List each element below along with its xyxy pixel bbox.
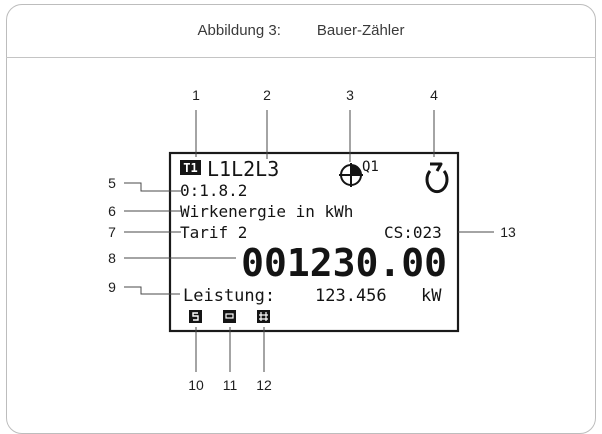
callout-lines [124, 110, 494, 372]
callout-13: 13 [500, 224, 516, 240]
status-icon-11 [223, 310, 236, 323]
checksum-text: CS:023 [384, 223, 442, 242]
callout-2: 2 [263, 87, 271, 103]
tariff-badge: T1 [183, 161, 197, 175]
lcd-display-frame [168, 151, 460, 333]
energy-value: 001230.00 [241, 241, 447, 285]
meter-diagram: T1 L1L2L3 Q1 0:1.8.2 Wirkenergie in kWh … [108, 87, 516, 393]
power-value: 123.456 [315, 286, 387, 306]
phase-indicators: L1L2L3 [207, 157, 279, 181]
quadrant-label: Q1 [362, 159, 379, 175]
callout-7: 7 [108, 224, 116, 240]
quadrant-icon [339, 163, 363, 187]
callout-3: 3 [346, 87, 354, 103]
tariff-badge-background [180, 160, 201, 175]
callout-1: 1 [192, 87, 200, 103]
callout-12: 12 [256, 377, 272, 393]
figure-label: Abbildung 3: [197, 22, 281, 39]
callout-4: 4 [430, 87, 438, 103]
header-divider [6, 57, 596, 58]
figure-title: Bauer-Zähler [316, 22, 405, 39]
status-icon-10 [189, 310, 202, 323]
callout-11: 11 [223, 377, 238, 393]
description-text: Wirkenergie in kWh [180, 202, 353, 221]
power-label: Leistung: [183, 286, 275, 306]
obis-code: 0:1.8.2 [180, 181, 247, 200]
tariff-text: Tarif 2 [180, 223, 247, 242]
power-unit: kW [421, 286, 442, 306]
callout-6: 6 [108, 203, 116, 219]
callout-9: 9 [108, 279, 116, 295]
status-icon-12 [257, 310, 270, 323]
callout-8: 8 [108, 250, 116, 266]
figure-header: Abbildung 3: Bauer-Zähler [6, 4, 596, 57]
rotation-icon [425, 162, 449, 194]
callout-5: 5 [108, 175, 116, 191]
callout-10: 10 [188, 377, 204, 393]
